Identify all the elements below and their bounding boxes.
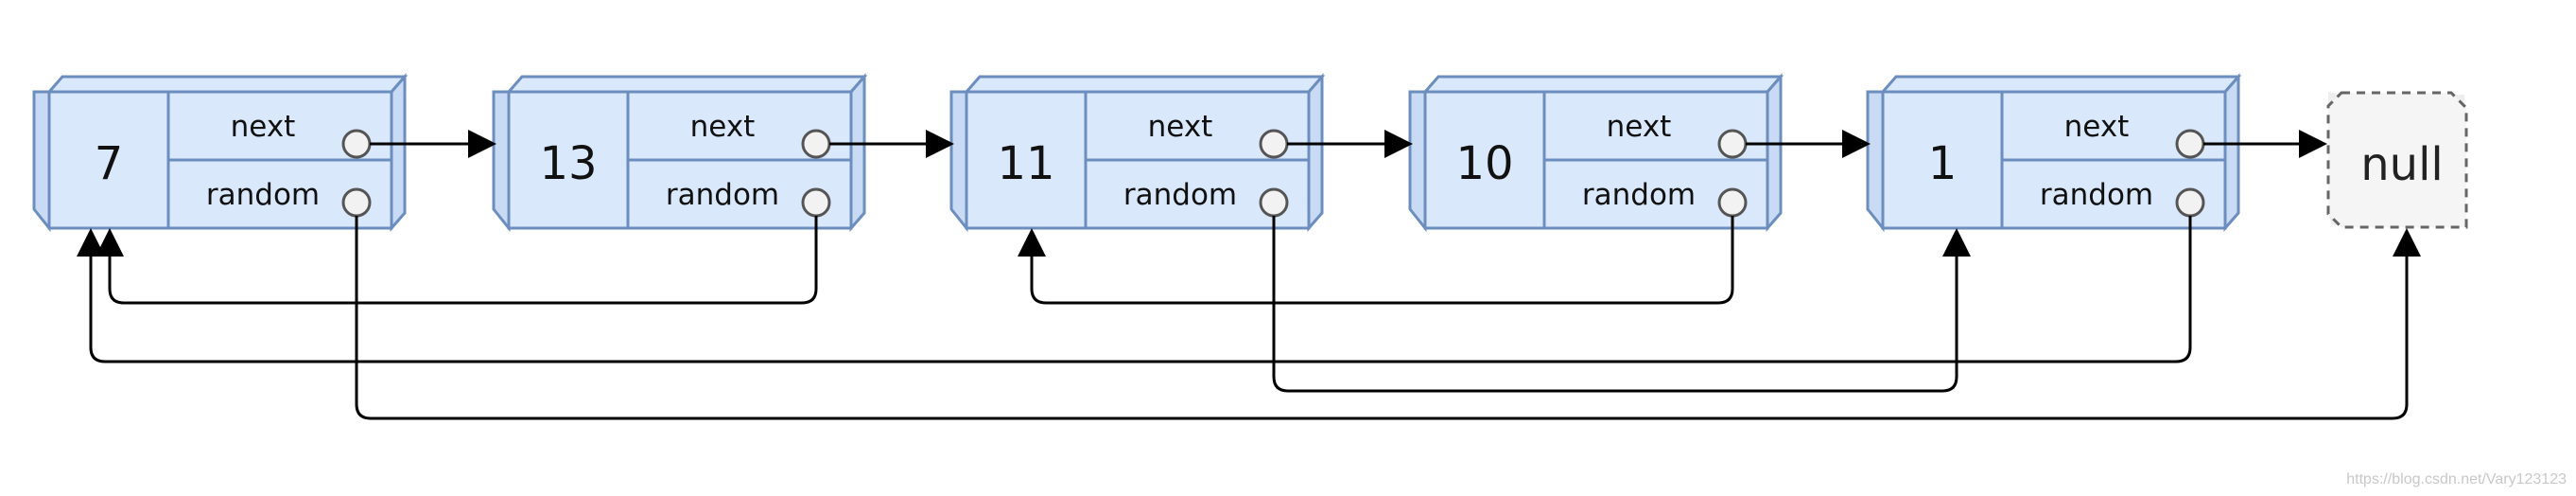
random-arrows [77,216,2421,420]
random-pointer-dot [2175,187,2205,218]
list-node: 10 next random [1408,73,1784,233]
next-label: next [690,110,756,144]
list-node: 11 next random [949,73,1326,233]
null-node: null [2326,91,2468,229]
next-label: next [231,110,296,144]
next-pointer-dot [801,129,831,159]
random-pointer-dot [1717,187,1748,218]
node-value: 7 [95,137,124,190]
node-value: 11 [997,137,1054,190]
node-value: 13 [539,137,597,190]
random-pointer-dot [801,187,831,218]
random-arrow [355,216,2421,420]
watermark: https://blog.csdn.net/Vary123123 [2346,471,2567,487]
random-label: random [666,178,779,212]
random-label: random [1123,178,1237,212]
list-node: 1 next random [1866,73,2242,233]
random-label: random [2040,178,2153,212]
random-arrow [1272,216,1971,393]
list-node: 7 next random [32,73,409,233]
null-label: null [2360,138,2444,191]
random-label: random [1582,178,1696,212]
random-arrow [1018,216,1734,305]
next-pointer-dot [2175,129,2205,159]
list-node: 13 next random [492,73,868,233]
random-pointer-dot [1259,187,1289,218]
random-pointer-dot [341,187,372,218]
node-value: 1 [1928,137,1958,190]
random-arrow [96,216,818,305]
random-arrow [77,216,2192,363]
next-pointer-dot [341,129,372,159]
next-pointer-dot [1717,129,1748,159]
node-value: 10 [1455,137,1513,190]
random-label: random [206,178,320,212]
next-label: next [1148,110,1213,144]
next-label: next [1607,110,1672,144]
next-pointer-dot [1259,129,1289,159]
next-label: next [2064,110,2130,144]
